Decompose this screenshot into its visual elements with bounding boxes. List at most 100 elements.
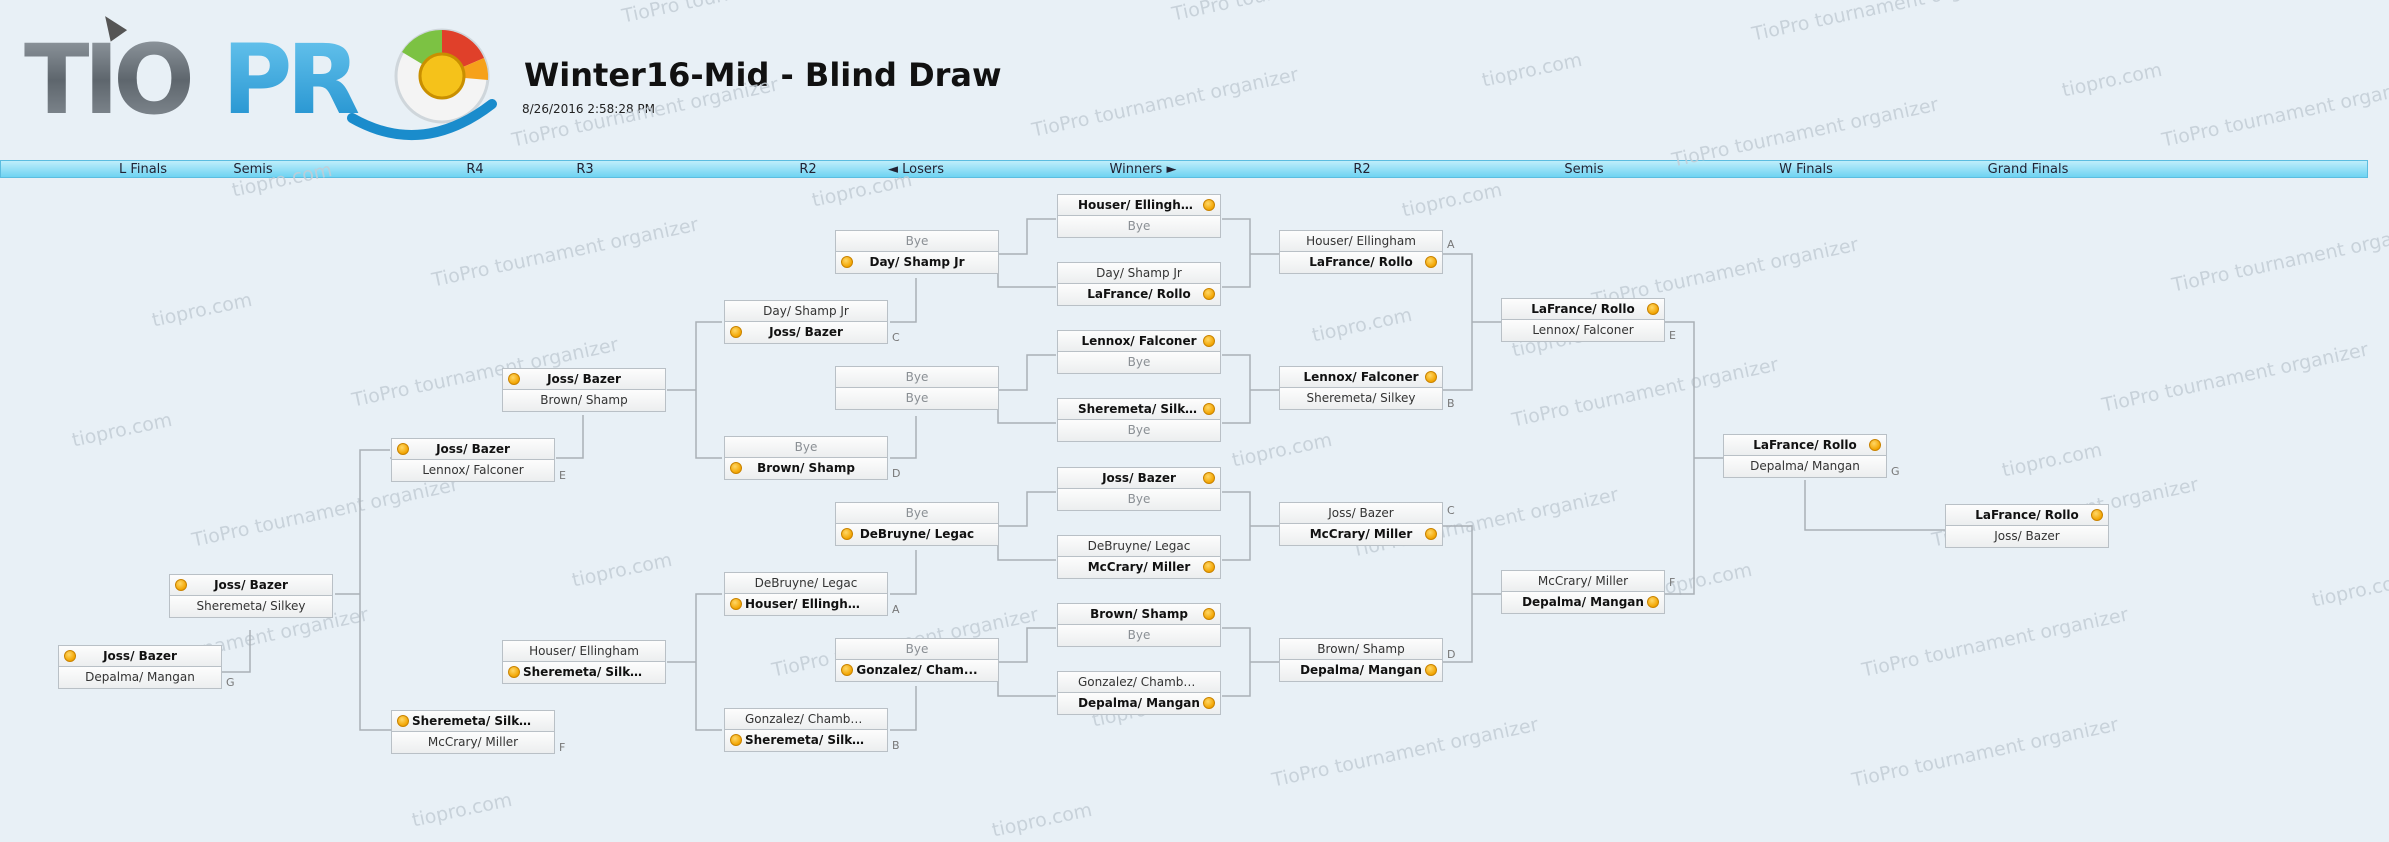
team-slot[interactable]: Joss/ Bazer xyxy=(1945,526,2109,548)
team-slot[interactable]: Bye xyxy=(1057,420,1221,442)
team-slot[interactable]: Bye xyxy=(835,638,999,660)
team-slot[interactable]: Depalma/ Mangan xyxy=(1057,693,1221,715)
team-slot[interactable]: Joss/ Bazer xyxy=(1279,502,1443,524)
match-card[interactable]: Joss/ Bazer Bye xyxy=(1057,467,1221,511)
match-card[interactable]: LaFrance/ Rollo Joss/ Bazer xyxy=(1945,504,2109,548)
team-slot[interactable]: Sheremeta/ Silkey xyxy=(169,596,333,618)
match-card[interactable]: Day/ Shamp Jr Joss/ Bazer C xyxy=(724,300,900,344)
team-slot[interactable]: Brown/ Shamp xyxy=(1279,638,1443,660)
team-slot[interactable]: Depalma/ Mangan xyxy=(1501,592,1665,614)
watermark-url: tiopro.com xyxy=(2000,438,2105,482)
team-slot[interactable]: Depalma/ Mangan xyxy=(1279,660,1443,682)
match-card[interactable]: Houser/ Ellingham Sheremeta/ Silkey xyxy=(502,640,666,684)
match-card[interactable]: Bye Day/ Shamp Jr xyxy=(835,230,999,274)
match-letter: D xyxy=(1447,648,1456,661)
match-card[interactable]: Houser/ Ellingham Bye xyxy=(1057,194,1221,238)
team-name: Houser/ Ellingham xyxy=(1306,234,1416,248)
match-card[interactable]: Lennox/ Falconer Bye xyxy=(1057,330,1221,374)
team-slot[interactable]: Brown/ Shamp xyxy=(724,458,888,480)
team-slot[interactable]: DeBruyne/ Legac xyxy=(724,572,888,594)
team-slot[interactable]: Day/ Shamp Jr xyxy=(1057,262,1221,284)
team-slot[interactable]: Bye xyxy=(1057,352,1221,374)
match-letter: E xyxy=(1669,329,1676,342)
team-name: Joss/ Bazer xyxy=(769,325,843,339)
team-slot[interactable]: McCrary/ Miller xyxy=(1057,557,1221,579)
team-slot[interactable]: Bye xyxy=(1057,216,1221,238)
team-slot[interactable]: McCrary/ Miller xyxy=(1501,570,1665,592)
team-slot[interactable]: Sheremeta/ Silkey xyxy=(502,662,666,684)
team-slot[interactable]: Lennox/ Falconer xyxy=(1279,366,1443,388)
match-card[interactable]: DeBruyne/ Legac McCrary/ Miller xyxy=(1057,535,1221,579)
team-slot[interactable]: LaFrance/ Rollo xyxy=(1723,434,1887,456)
match-card[interactable]: Bye Bye xyxy=(835,366,999,410)
team-slot[interactable]: Houser/ Ellingham xyxy=(502,640,666,662)
team-slot[interactable]: Depalma/ Mangan xyxy=(1723,456,1887,478)
match-card[interactable]: Joss/ Bazer Lennox/ Falconer E xyxy=(391,438,566,482)
match-card[interactable]: Bye Gonzalez/ Cham... xyxy=(835,638,999,682)
team-slot[interactable]: Houser/ Ellingham xyxy=(1279,230,1443,252)
team-slot[interactable]: Bye xyxy=(1057,489,1221,511)
match-card[interactable]: Joss/ Bazer Brown/ Shamp xyxy=(502,368,666,412)
team-name: McCrary/ Miller xyxy=(1309,527,1413,541)
team-slot[interactable]: Brown/ Shamp xyxy=(502,390,666,412)
match-card[interactable]: Joss/ Bazer Depalma/ Mangan G xyxy=(58,645,235,689)
match-card[interactable]: Brown/ Shamp Depalma/ Mangan D xyxy=(1279,638,1455,682)
match-card[interactable]: Gonzalez/ Chamberl... Sheremeta/ Silkey … xyxy=(724,708,900,752)
match-card[interactable]: McCrary/ Miller Depalma/ Mangan F xyxy=(1501,570,1675,614)
team-slot[interactable]: Sheremeta/ Silkey xyxy=(724,730,888,752)
team-slot[interactable]: Day/ Shamp Jr xyxy=(724,300,888,322)
match-card[interactable]: Houser/ Ellingham LaFrance/ Rollo A xyxy=(1279,230,1455,274)
match-card[interactable]: LaFrance/ Rollo Depalma/ Mangan G xyxy=(1723,434,1900,478)
match-card[interactable]: Gonzalez/ Chambed... Depalma/ Mangan xyxy=(1057,671,1221,715)
team-slot[interactable]: Joss/ Bazer xyxy=(58,645,222,667)
team-slot[interactable]: Gonzalez/ Chamberl... xyxy=(724,708,888,730)
match-card[interactable]: DeBruyne/ Legac Houser/ Ellingham A xyxy=(724,572,900,616)
team-name: Depalma/ Mangan xyxy=(1750,459,1860,473)
team-slot[interactable]: Houser/ Ellingham xyxy=(724,594,888,616)
match-card[interactable]: LaFrance/ Rollo Lennox/ Falconer E xyxy=(1501,298,1676,342)
team-slot[interactable]: Depalma/ Mangan xyxy=(58,667,222,689)
match-card[interactable]: Joss/ Bazer McCrary/ Miller C xyxy=(1279,502,1455,546)
team-slot[interactable]: Bye xyxy=(835,366,999,388)
team-slot[interactable]: Gonzalez/ Cham... xyxy=(835,660,999,682)
team-slot[interactable]: Joss/ Bazer xyxy=(391,438,555,460)
team-slot[interactable]: Houser/ Ellingham xyxy=(1057,194,1221,216)
team-slot[interactable]: Lennox/ Falconer xyxy=(1057,330,1221,352)
team-slot[interactable]: Joss/ Bazer xyxy=(169,574,333,596)
team-slot[interactable]: Sheremeta/ Silkey xyxy=(1279,388,1443,410)
team-slot[interactable]: McCrary/ Miller xyxy=(1279,524,1443,546)
team-slot[interactable]: LaFrance/ Rollo xyxy=(1501,298,1665,320)
match-card[interactable]: Day/ Shamp Jr LaFrance/ Rollo xyxy=(1057,262,1221,306)
team-slot[interactable]: LaFrance/ Rollo xyxy=(1279,252,1443,274)
match-card[interactable]: Joss/ Bazer Sheremeta/ Silkey xyxy=(169,574,333,618)
match-card[interactable]: Lennox/ Falconer Sheremeta/ Silkey B xyxy=(1279,366,1455,410)
winner-indicator-icon xyxy=(1647,596,1659,608)
match-card[interactable]: Sheremeta/ Silkey Bye xyxy=(1057,398,1221,442)
team-slot[interactable]: Sheremeta/ Silkey xyxy=(1057,398,1221,420)
team-slot[interactable]: Joss/ Bazer xyxy=(1057,467,1221,489)
match-card[interactable]: Bye DeBruyne/ Legac xyxy=(835,502,999,546)
team-slot[interactable]: Bye xyxy=(835,388,999,410)
team-slot[interactable]: LaFrance/ Rollo xyxy=(1057,284,1221,306)
team-slot[interactable]: Joss/ Bazer xyxy=(724,322,888,344)
team-slot[interactable]: Day/ Shamp Jr xyxy=(835,252,999,274)
match-card[interactable]: Brown/ Shamp Bye xyxy=(1057,603,1221,647)
team-slot[interactable]: DeBruyne/ Legac xyxy=(1057,535,1221,557)
winner-indicator-icon xyxy=(1869,439,1881,451)
team-slot[interactable]: Sheremeta/ Silkey xyxy=(391,710,555,732)
team-slot[interactable]: Joss/ Bazer xyxy=(502,368,666,390)
match-card[interactable]: Bye Brown/ Shamp D xyxy=(724,436,900,480)
team-slot[interactable]: LaFrance/ Rollo xyxy=(1945,504,2109,526)
team-slot[interactable]: Bye xyxy=(724,436,888,458)
team-slot[interactable]: Brown/ Shamp xyxy=(1057,603,1221,625)
team-slot[interactable]: Bye xyxy=(835,502,999,524)
team-slot[interactable]: DeBruyne/ Legac xyxy=(835,524,999,546)
team-name: Joss/ Bazer xyxy=(436,442,510,456)
team-slot[interactable]: McCrary/ Miller xyxy=(391,732,555,754)
team-slot[interactable]: Lennox/ Falconer xyxy=(1501,320,1665,342)
team-slot[interactable]: Lennox/ Falconer xyxy=(391,460,555,482)
match-card[interactable]: Sheremeta/ Silkey McCrary/ Miller F xyxy=(391,710,565,754)
team-slot[interactable]: Bye xyxy=(835,230,999,252)
team-slot[interactable]: Gonzalez/ Chambed... xyxy=(1057,671,1221,693)
team-slot[interactable]: Bye xyxy=(1057,625,1221,647)
